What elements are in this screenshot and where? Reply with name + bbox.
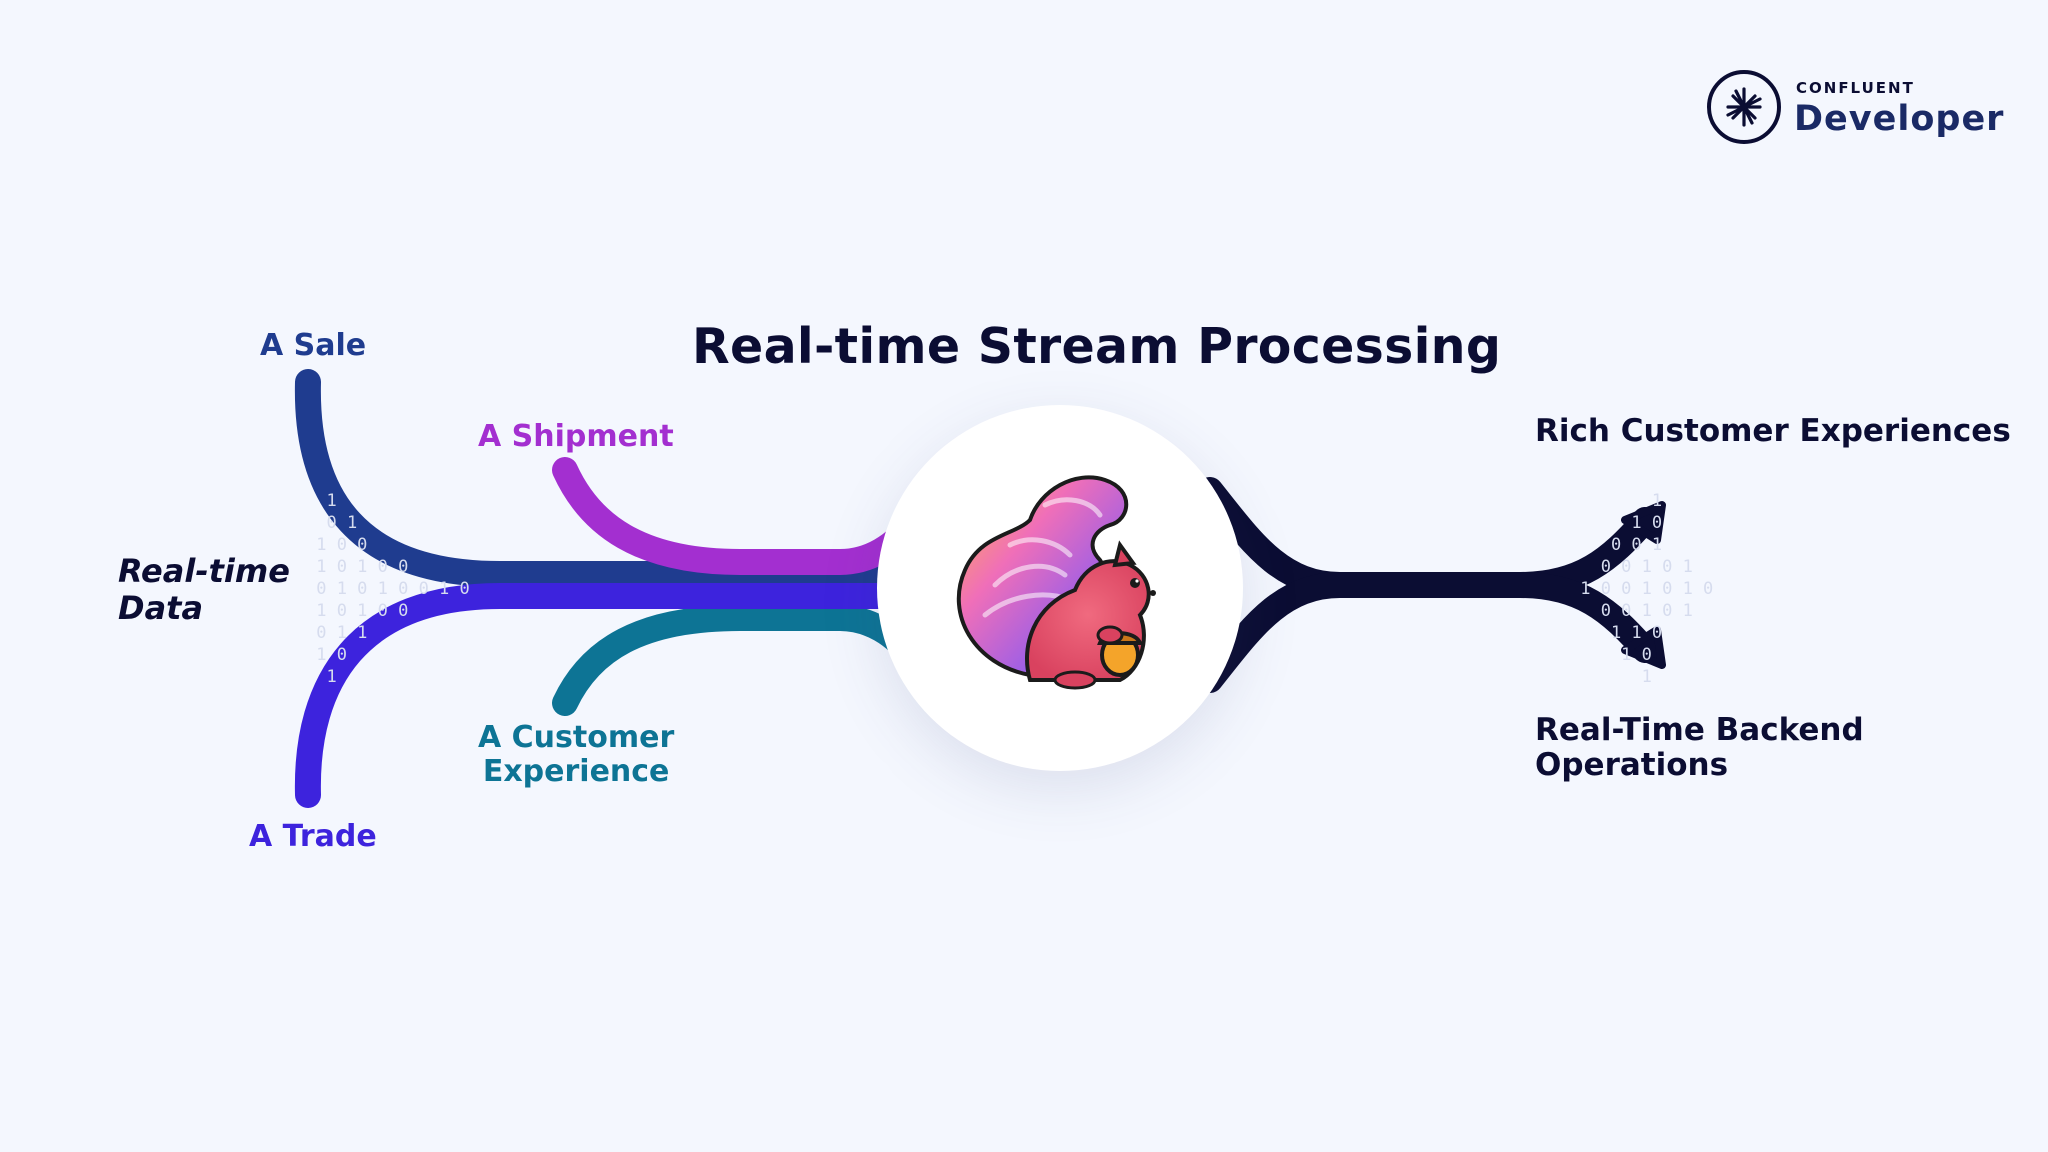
label-backend-operations: Real-Time Backend Operations [1535,713,1864,783]
label-sale: A Sale [260,328,367,363]
label-customer-line1: A Customer [478,720,675,755]
flow-shipment [552,457,923,575]
label-backend-line2: Operations [1535,747,1729,783]
flow-output-lower [1197,572,1658,693]
label-shipment: A Shipment [478,419,674,454]
label-real-time-data: Real-time Data [118,553,290,627]
label-customer-experience: A Customer Experience [478,721,674,789]
flow-trade [294,583,913,808]
squirrel-mascot-icon [956,475,1156,690]
confluent-developer-logo: CONFLUENT Developer [1706,69,2003,149]
arrowhead-lower [1621,626,1666,669]
label-data-line1: Real-time [118,552,290,590]
label-customer-line2: Experience [482,754,670,789]
label-backend-line1: Real-Time Backend [1535,712,1864,748]
brand-company: CONFLUENT [1796,79,1915,97]
label-trade: A Trade [249,819,377,854]
binary-decoration-right: 1 1 0 0 0 1 0 0 1 0 1 1 0 0 1 0 1 0 0 0 … [1580,491,1714,687]
label-rich-customer-experiences: Rich Customer Experiences [1535,413,2011,449]
confluent-logo-icon [1707,70,1781,144]
arrowhead-upper [1621,501,1666,544]
diagram-title: Real-time Stream Processing [692,318,1502,375]
binary-decoration-left: 1 0 1 1 0 0 1 0 1 0 0 0 1 0 1 0 0 1 0 1 … [316,491,470,687]
brand-product: Developer [1794,99,2005,139]
flow-customer [552,605,923,716]
label-data-line2: Data [118,589,204,627]
flow-sale [294,369,913,587]
